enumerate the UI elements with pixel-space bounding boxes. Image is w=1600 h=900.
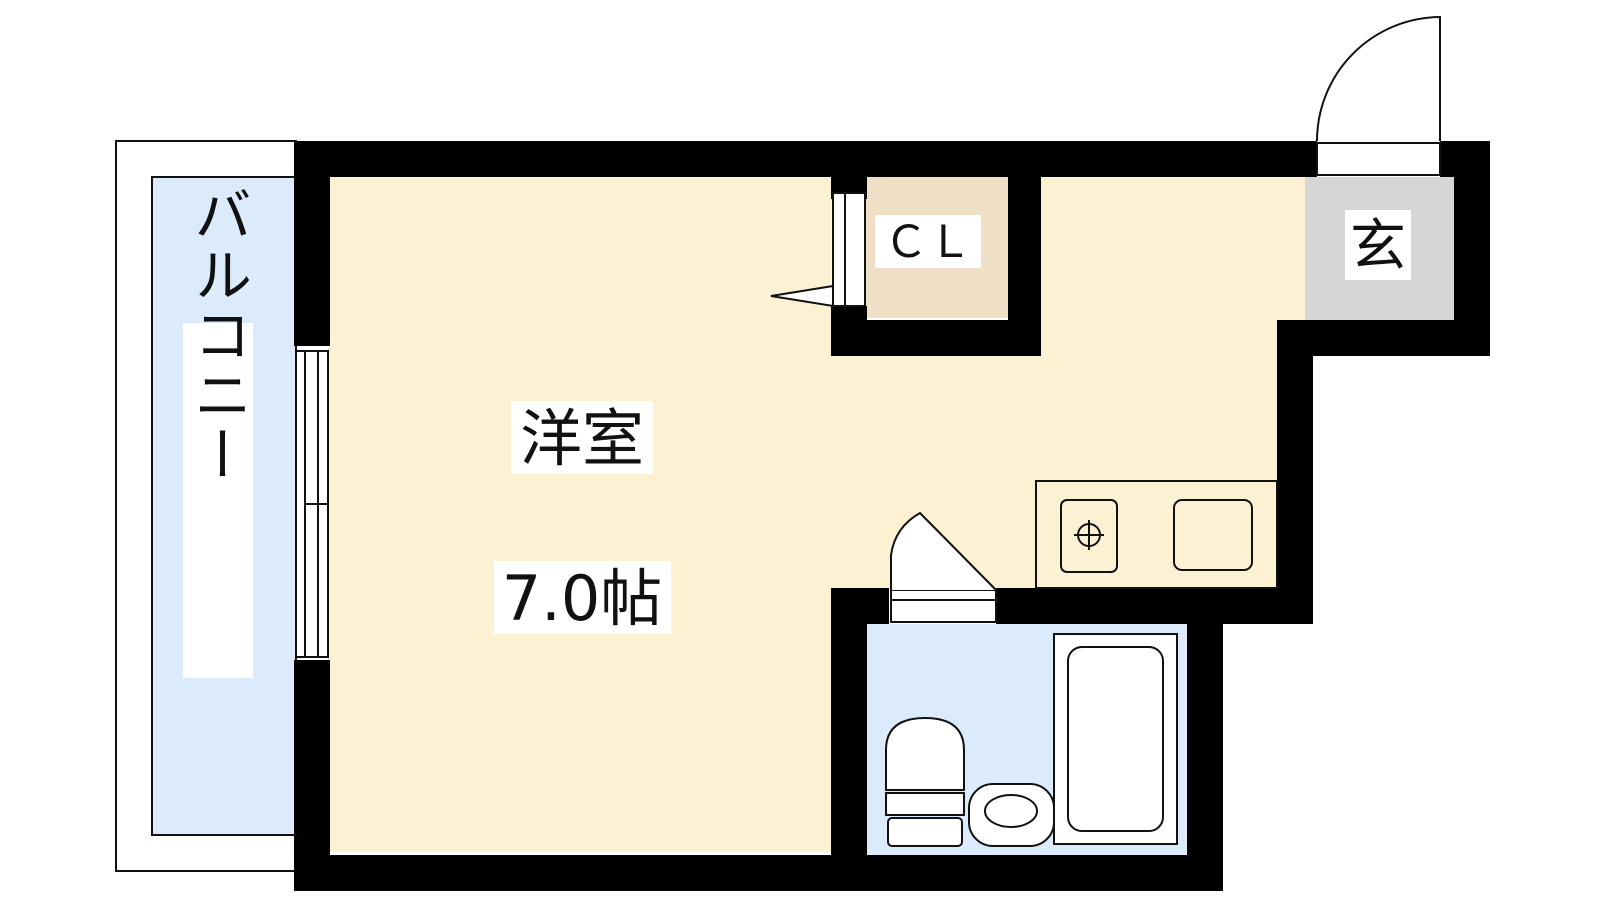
walls (294, 141, 1490, 891)
wall-closet-right (1008, 177, 1041, 356)
door-swings (770, 15, 1441, 591)
bath-door-swing-icon (890, 511, 997, 591)
openings (295, 142, 1441, 658)
wall-bath-left (831, 588, 867, 891)
western-room-floor (328, 176, 831, 852)
western-room-label-bg (511, 401, 653, 474)
kitchen-sink-icon (1173, 499, 1253, 571)
hall-floor-upper (1041, 176, 1305, 324)
closet-door-jamb (832, 192, 866, 307)
wall-closet-bottom (831, 320, 1041, 356)
bathroom-fixtures (885, 633, 1178, 847)
bathtub-basin (1067, 646, 1164, 832)
toilet-icon (885, 716, 965, 791)
western-room-size: 7.0帖 (502, 562, 663, 635)
balcony-label: バルコニー (184, 185, 252, 485)
closet-label: ＣＬ (884, 217, 972, 268)
entry-door-swing-icon (1316, 15, 1441, 142)
wall-bottom (294, 855, 1223, 891)
wall-bath-top-left (831, 588, 889, 624)
closet-door-swing-icon (770, 284, 834, 308)
toilet-seat-base (887, 817, 963, 847)
gas-burner-icon (1060, 499, 1118, 573)
wall-left-lower (294, 660, 330, 891)
balcony-label-bg (183, 323, 253, 678)
wall-left-upper (294, 141, 330, 346)
wall-kitchen-bottom (996, 588, 1313, 624)
closet-label-bg (875, 215, 981, 268)
entrance-label: 玄 (1350, 214, 1406, 279)
kitchen-counter (1035, 480, 1278, 589)
bath-door-opening (890, 589, 997, 623)
wall-bath-right (1187, 588, 1223, 891)
entry-door-opening (1316, 142, 1441, 176)
labels: バルコニー 洋室 7.0帖 ＣＬ 玄 (183, 185, 1411, 678)
wall-top (294, 141, 1317, 177)
wall-right-kitchen (1277, 320, 1313, 624)
balcony (115, 140, 297, 872)
western-room-size-bg (494, 561, 671, 634)
toilet-tank (885, 792, 965, 816)
western-room-label: 洋室 (520, 402, 644, 475)
entrance-label-bg (1345, 210, 1411, 280)
washbasin-bowl (984, 794, 1038, 828)
